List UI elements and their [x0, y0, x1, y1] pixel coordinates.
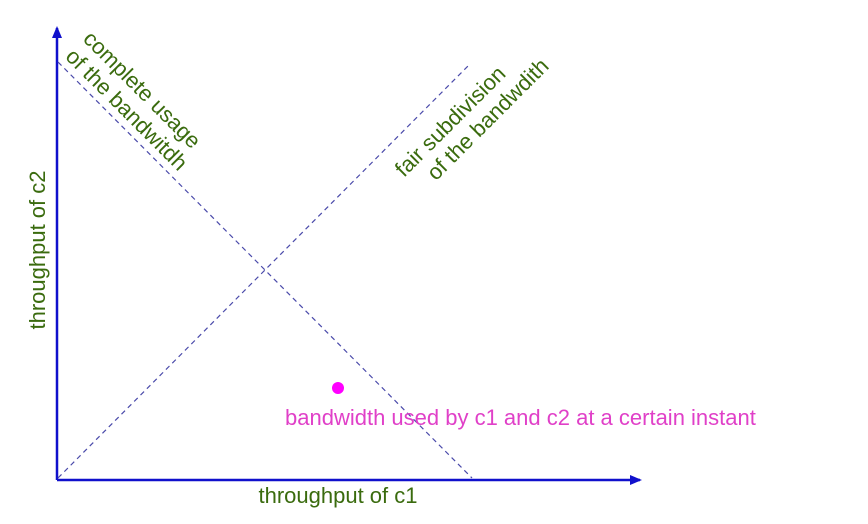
complete-usage-line [57, 61, 473, 479]
fair-subdivision-label: fair subdivision of the bandwdith [390, 53, 554, 185]
bandwidth-point-label: bandwidth used by c1 and c2 at a certain… [285, 405, 756, 430]
y-axis-label: throughput of c2 [25, 170, 50, 329]
bandwidth-point [332, 382, 344, 394]
complete-usage-label: complete usage of the bandwitdh [61, 26, 206, 176]
x-axis-label: throughput of c1 [258, 483, 417, 508]
fair-subdivision-line [57, 63, 471, 479]
